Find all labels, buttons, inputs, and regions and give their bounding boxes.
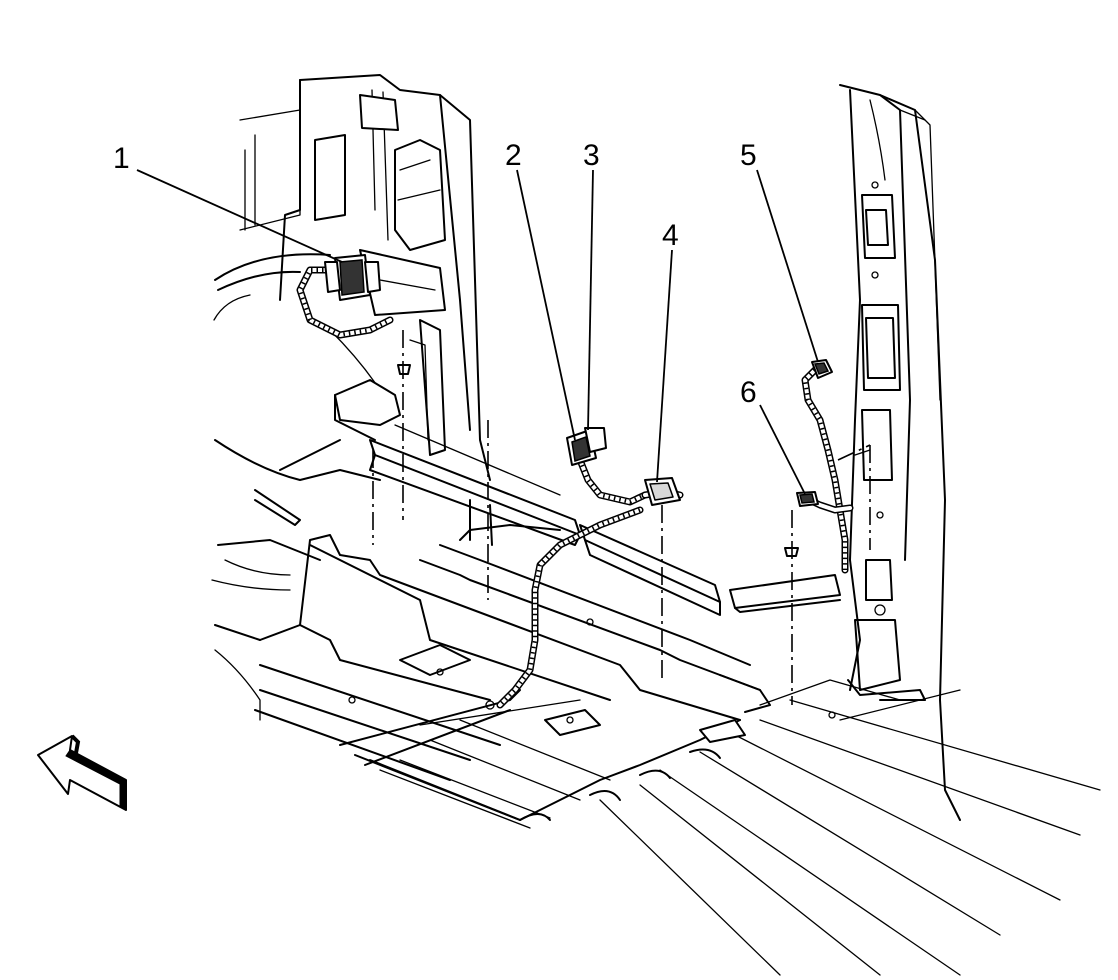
install-guide-lines [372, 330, 871, 705]
connector-6 [796, 491, 819, 507]
connector-1 [324, 254, 381, 301]
callout-1: 1 [113, 142, 130, 175]
floor-fasteners [397, 364, 799, 557]
connector-4 [644, 477, 681, 506]
floor-panel-lines [599, 679, 1101, 976]
callout-labels: 1 2 3 4 5 6 [113, 139, 757, 409]
callout-5: 5 [740, 139, 757, 172]
wiring-harness [296, 266, 854, 709]
callout-4: 4 [662, 219, 679, 252]
left-floor-structure [211, 439, 381, 721]
cross-bracket [334, 379, 841, 616]
left-body-panel [213, 74, 491, 481]
callout-6: 6 [740, 376, 757, 409]
connector-2 [566, 427, 607, 466]
floor-rib-panel [254, 499, 836, 829]
callout-leaders [136, 169, 819, 495]
connector-5 [811, 359, 833, 379]
callout-3: 3 [583, 139, 600, 172]
callout-2: 2 [505, 139, 522, 172]
front-direction-arrow-icon [37, 734, 127, 811]
right-door-pillar [839, 84, 961, 821]
